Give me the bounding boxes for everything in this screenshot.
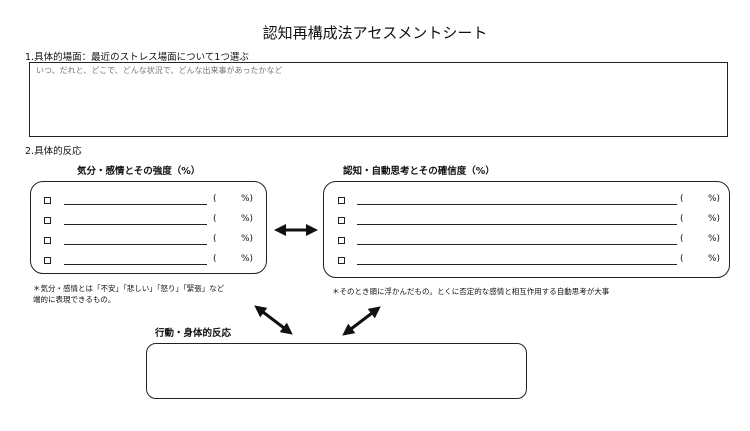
emotion-checkbox[interactable] xyxy=(44,217,51,224)
reactions-label: 2.具体的反応 xyxy=(25,146,82,157)
emotion-paren-open: ( xyxy=(213,254,217,264)
emotion-checkbox[interactable] xyxy=(44,257,51,264)
emotion-entry-line[interactable] xyxy=(64,264,207,265)
emotion-behavior-arrow xyxy=(254,305,293,335)
emotion-row: (%) xyxy=(31,251,266,271)
thought-checkbox[interactable] xyxy=(338,217,345,224)
emotion-entry-line[interactable] xyxy=(64,224,207,225)
thought-paren-open: ( xyxy=(680,214,684,224)
thought-note: ＊そのとき頭に浮かんだもの。とくに否定的な感情と相互作用する自動思考が大事 xyxy=(332,287,610,296)
thought-row: (%) xyxy=(324,191,729,211)
thought-paren-open: ( xyxy=(680,254,684,264)
thought-panel: (%)(%)(%)(%) xyxy=(323,181,730,278)
emotion-percent-label: %) xyxy=(241,214,254,224)
thought-entry-line[interactable] xyxy=(357,244,677,245)
thought-paren-open: ( xyxy=(680,194,684,204)
thought-title: 認知・自動思考とその確信度（%） xyxy=(343,166,495,177)
emotion-checkbox[interactable] xyxy=(44,197,51,204)
emotion-title: 気分・感情とその強度（%） xyxy=(77,166,201,177)
emotion-note-line1: ＊気分・感情とは「不安」「悲しい」「怒り」「緊張」など xyxy=(33,284,225,293)
emotion-row: (%) xyxy=(31,231,266,251)
behavior-title: 行動・身体的反応 xyxy=(155,328,232,339)
emotion-percent-label: %) xyxy=(241,194,254,204)
thought-percent-label: %) xyxy=(708,234,721,244)
thought-paren-open: ( xyxy=(680,234,684,244)
situation-input[interactable] xyxy=(36,66,716,75)
thought-checkbox[interactable] xyxy=(338,197,345,204)
page-title: 認知再構成法アセスメントシート xyxy=(262,24,488,42)
emotion-paren-open: ( xyxy=(213,214,217,224)
thought-percent-label: %) xyxy=(708,194,721,204)
situation-box[interactable] xyxy=(29,62,728,137)
emotion-panel: (%)(%)(%)(%) xyxy=(30,181,267,274)
emotion-paren-open: ( xyxy=(213,234,217,244)
emotion-percent-label: %) xyxy=(241,234,254,244)
emotion-note: ＊気分・感情とは「不安」「悲しい」「怒り」「緊張」など 端的に表現できるもの。 xyxy=(33,283,224,305)
thought-percent-label: %) xyxy=(708,214,721,224)
emotion-paren-open: ( xyxy=(213,194,217,204)
thought-percent-label: %) xyxy=(708,254,721,264)
emotion-checkbox[interactable] xyxy=(44,237,51,244)
thought-entry-line[interactable] xyxy=(357,264,677,265)
thought-entry-line[interactable] xyxy=(357,204,677,205)
thought-checkbox[interactable] xyxy=(338,237,345,244)
emotion-entry-line[interactable] xyxy=(64,244,207,245)
thought-row: (%) xyxy=(324,211,729,231)
behavior-box[interactable] xyxy=(146,343,527,399)
situation-label: 1.具体的場面：最近のストレス場面について1つ選ぶ xyxy=(25,52,249,63)
thought-behavior-arrow xyxy=(342,306,381,336)
emotion-row: (%) xyxy=(31,191,266,211)
thought-row: (%) xyxy=(324,231,729,251)
emotion-note-line2: 端的に表現できるもの。 xyxy=(33,295,116,304)
emotion-entry-line[interactable] xyxy=(64,204,207,205)
thought-checkbox[interactable] xyxy=(338,257,345,264)
emotion-row: (%) xyxy=(31,211,266,231)
thought-row: (%) xyxy=(324,251,729,271)
emotion-percent-label: %) xyxy=(241,254,254,264)
thought-entry-line[interactable] xyxy=(357,224,677,225)
